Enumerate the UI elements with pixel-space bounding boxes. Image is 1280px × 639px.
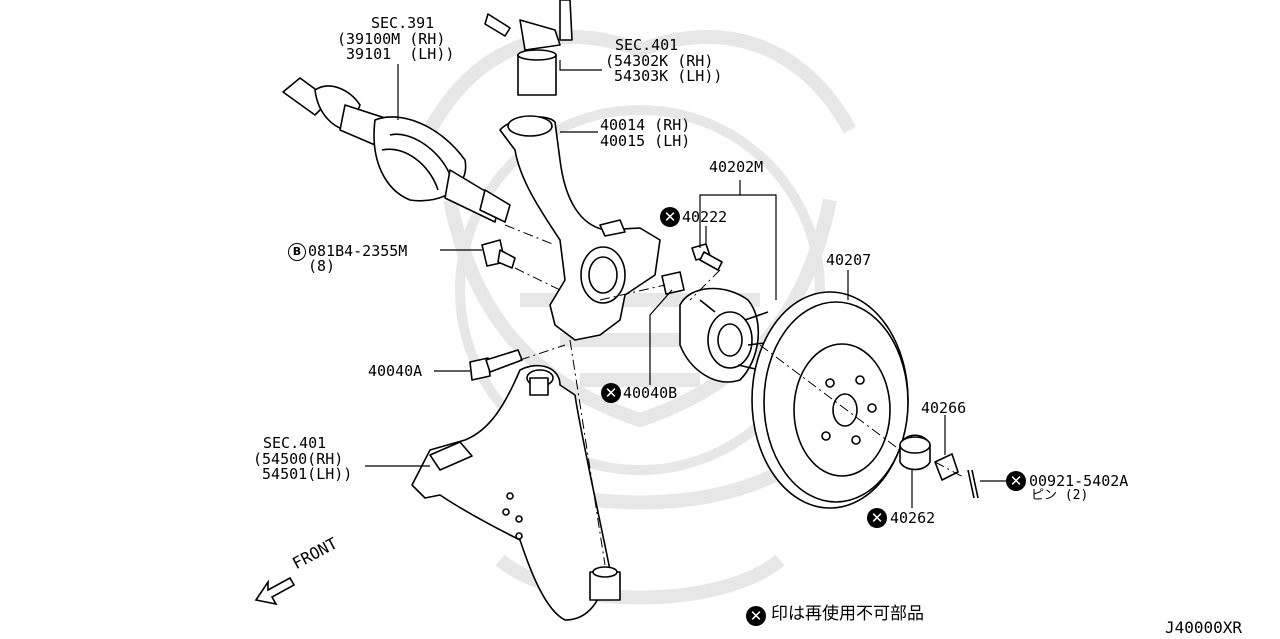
lower-nut xyxy=(661,271,685,295)
leader-lines xyxy=(365,60,1006,508)
front-arrow-icon xyxy=(254,576,296,606)
cotter-pin-sub: ピン (2) xyxy=(1031,488,1089,503)
cap-part: 40266 xyxy=(921,399,967,417)
knuckle-lh: 40015 (LH) xyxy=(600,132,691,150)
lower-bolt xyxy=(469,349,523,381)
strut-lh: 54303K (LH)) xyxy=(605,67,723,85)
non-reusable-icon: ✕ xyxy=(867,508,887,528)
brake-rotor xyxy=(751,291,909,509)
knuckle-bolt xyxy=(481,239,516,269)
hub-nut xyxy=(899,434,931,471)
legend-non-reusable-icon: ✕ xyxy=(746,606,766,626)
control-arm-rh: (54500(RH) xyxy=(253,450,344,468)
lower-bolt-part: 40040A xyxy=(368,362,423,380)
strut-bracket xyxy=(484,0,573,96)
assembly-centerlines xyxy=(504,224,966,566)
knuckle-bolt-part: 081B4-2355M xyxy=(308,242,408,260)
lower-control-arm xyxy=(411,364,621,621)
control-arm-lh: 54501(LH)) xyxy=(253,465,353,483)
knuckle-rh: 40014 (RH) xyxy=(600,116,691,134)
hub-bolt xyxy=(691,243,723,271)
cotter-pin xyxy=(967,469,979,499)
hub-nut-part: 40262 xyxy=(890,509,936,527)
steering-knuckle xyxy=(499,115,661,341)
wheel-hub xyxy=(679,287,773,383)
non-reusable-icon: ✕ xyxy=(660,207,680,227)
nut-cap xyxy=(934,453,959,481)
hub-assy-part: 40202M xyxy=(709,158,764,176)
legend-text: 印は再使用不可部品 xyxy=(771,604,924,624)
control-arm-sec: SEC.401 xyxy=(263,434,327,452)
driveshaft-rh: (39100M (RH) xyxy=(337,30,446,48)
strut-rh: (54302K (RH) xyxy=(605,52,714,70)
rotor-part: 40207 xyxy=(826,251,872,269)
b-circle-icon: B xyxy=(288,243,306,261)
diagram-code: J40000XR xyxy=(1165,618,1243,637)
non-reusable-icon: ✕ xyxy=(601,383,621,403)
lower-nut-part: 40040B xyxy=(623,384,678,402)
strut-sec: SEC.401 xyxy=(615,36,679,54)
non-reusable-icon: ✕ xyxy=(1006,471,1026,491)
hub-bolt-part: 40222 xyxy=(682,208,728,226)
drive-shaft xyxy=(282,77,511,223)
cotter-pin-part: 00921-5402A xyxy=(1029,472,1129,490)
driveshaft-sec: SEC.391 xyxy=(371,14,435,32)
driveshaft-lh: 39101 (LH)) xyxy=(337,45,455,63)
knuckle-bolt-qty: (8) xyxy=(308,257,336,275)
